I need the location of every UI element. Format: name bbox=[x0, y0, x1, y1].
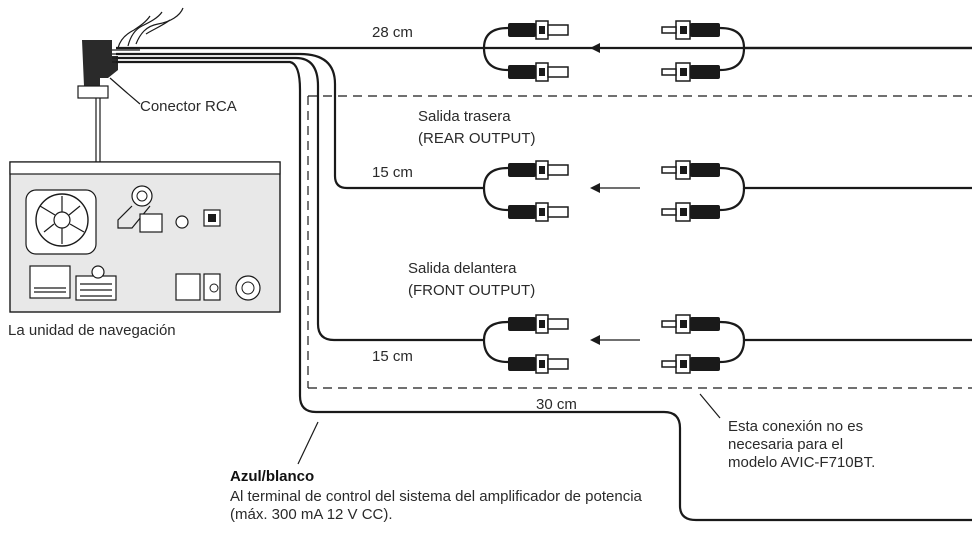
arrow-left-icon bbox=[590, 43, 640, 345]
length-28cm: 28 cm bbox=[372, 24, 413, 41]
rca-plugs-right bbox=[661, 20, 720, 374]
length-15cm-rear: 15 cm bbox=[372, 164, 413, 181]
navigation-unit-label: La unidad de navegación bbox=[8, 322, 176, 339]
rca-pair-right-group bbox=[719, 26, 972, 364]
harness-wires bbox=[95, 46, 972, 522]
note-line-2: necesaria para el bbox=[728, 436, 844, 453]
blue-white-leader bbox=[297, 421, 319, 465]
rca-connector-label: Conector RCA bbox=[140, 98, 237, 115]
rca-plugs-left bbox=[508, 20, 569, 374]
rca-pair-left-group bbox=[482, 26, 509, 364]
rear-output-label: Salida trasera bbox=[418, 108, 511, 125]
blue-white-wire-title: Azul/blanco bbox=[230, 468, 315, 485]
note-line-1: Esta conexión no es bbox=[728, 418, 864, 435]
length-30cm: 30 cm bbox=[536, 396, 577, 413]
rear-output-en-label: (REAR OUTPUT) bbox=[418, 130, 536, 147]
note-line-3: modelo AVIC-F710BT. bbox=[728, 454, 876, 471]
rca-connector-body bbox=[77, 40, 140, 99]
length-15cm-front: 15 cm bbox=[372, 348, 413, 365]
front-output-en-label: (FRONT OUTPUT) bbox=[408, 282, 536, 299]
front-output-label: Salida delantera bbox=[408, 260, 517, 277]
loose-wires bbox=[117, 7, 184, 49]
navigation-unit-icon bbox=[9, 161, 281, 313]
fan-icon bbox=[35, 193, 89, 247]
optional-connection-box bbox=[307, 95, 972, 389]
note-leader bbox=[699, 393, 721, 419]
blue-white-wire-desc: Al terminal de control del sistema del a… bbox=[230, 488, 642, 523]
rca-label-leader bbox=[109, 77, 141, 105]
